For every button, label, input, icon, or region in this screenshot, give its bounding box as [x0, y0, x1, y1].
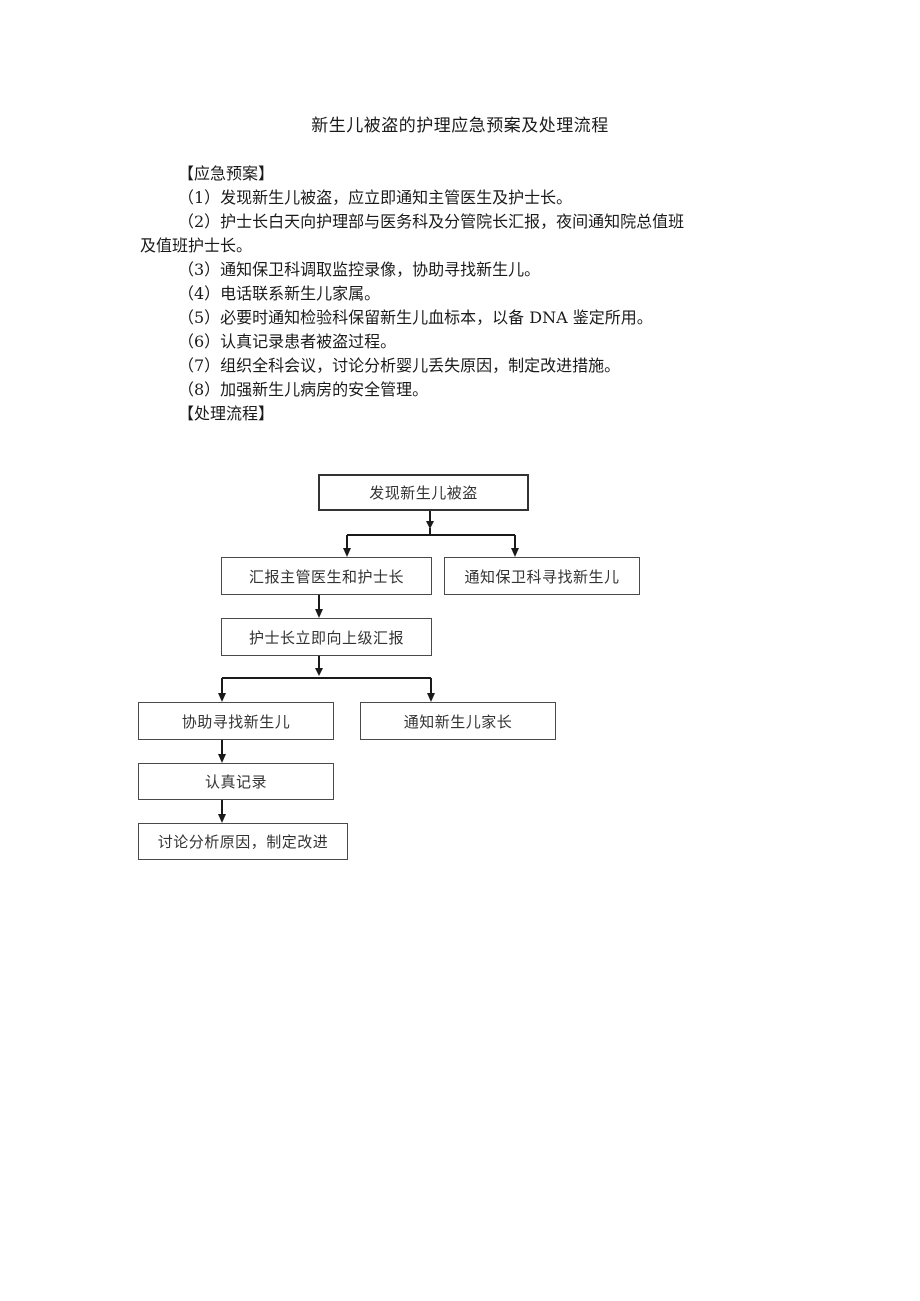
plan-item-2: （2）护士长白天向护理部与医务科及分管院长汇报，夜间通知院总值班 — [178, 212, 685, 231]
flow-node-assist-search: 协助寻找新生儿 — [138, 702, 334, 740]
flow-node-label: 通知新生儿家长 — [403, 712, 513, 731]
flow-node-notify-security: 通知保卫科寻找新生儿 — [444, 557, 640, 595]
plan-item-2-continued: 及值班护士长。 — [140, 236, 253, 255]
plan-item-7: （7）组织全科会议，讨论分析婴儿丢失原因，制定改进措施。 — [178, 356, 621, 375]
plan-item-6: （6）认真记录患者被盗过程。 — [178, 332, 397, 351]
flow-node-report-doctor: 汇报主管医生和护士长 — [221, 557, 432, 595]
flow-node-label: 协助寻找新生儿 — [181, 712, 291, 731]
flow-node-label: 通知保卫科寻找新生儿 — [464, 567, 620, 586]
flow-node-discover: 发现新生儿被盗 — [318, 474, 529, 511]
flow-node-label: 发现新生儿被盗 — [369, 484, 478, 502]
flow-node-label: 护士长立即向上级汇报 — [248, 628, 404, 647]
page-title: 新生儿被盗的护理应急预案及处理流程 — [311, 116, 609, 136]
plan-item-5: （5）必要时通知检验科保留新生儿血标本，以备 DNA 鉴定所用。 — [178, 308, 653, 327]
plan-item-4: （4）电话联系新生儿家属。 — [178, 284, 381, 303]
flow-node-label: 汇报主管医生和护士长 — [248, 567, 404, 586]
flow-node-record: 认真记录 — [138, 763, 334, 800]
flow-node-head-nurse-report: 护士长立即向上级汇报 — [221, 618, 432, 656]
section-heading-process-flow: 【处理流程】 — [178, 404, 275, 423]
section-heading-emergency-plan: 【应急预案】 — [178, 164, 275, 183]
plan-item-8: （8）加强新生儿病房的安全管理。 — [178, 380, 429, 399]
flow-node-discuss: 讨论分析原因，制定改进 — [138, 823, 348, 860]
flow-node-label: 认真记录 — [204, 773, 267, 791]
plan-item-1: （1）发现新生儿被盗，应立即通知主管医生及护士长。 — [178, 188, 573, 207]
flow-node-notify-parents: 通知新生儿家长 — [360, 702, 556, 740]
flow-node-label: 讨论分析原因，制定改进 — [157, 833, 329, 851]
plan-item-3: （3）通知保卫科调取监控录像，协助寻找新生儿。 — [178, 260, 541, 279]
